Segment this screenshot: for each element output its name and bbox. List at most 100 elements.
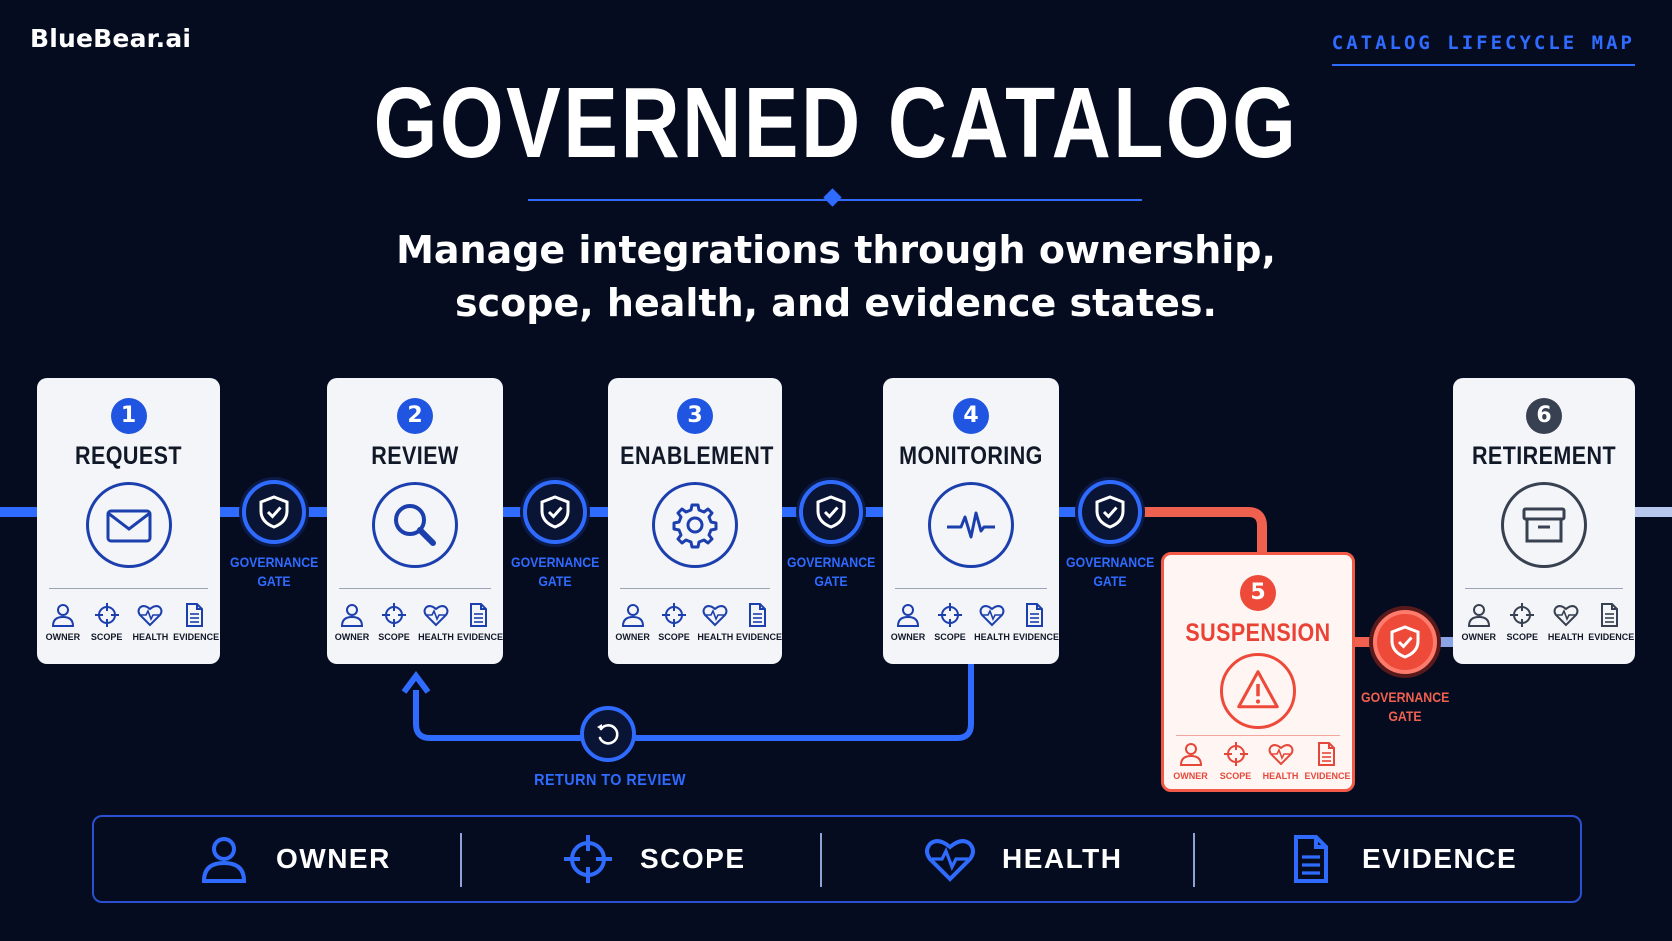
health-icon [1268, 741, 1294, 767]
governance-gate-2[interactable] [523, 480, 587, 544]
tag-scope: SCOPE [929, 602, 971, 642]
scope-icon [937, 602, 963, 628]
legend-divider [460, 833, 462, 887]
return-to-review-label: RETURN TO REVIEW [534, 772, 686, 789]
tag-evidence: EVIDENCE [1588, 602, 1634, 642]
tag-owner: OWNER [1458, 602, 1500, 642]
stage-card-enablement[interactable]: 3 ENABLEMENT OWNER SCOPE HEALTH EVIDENCE [608, 378, 782, 664]
shield-check-icon [537, 494, 573, 530]
undo-icon [597, 724, 619, 745]
tag-evidence: EVIDENCE [173, 602, 219, 642]
stage-card-review[interactable]: 2 REVIEW OWNER SCOPE HEALTH EVIDENCE [327, 378, 503, 664]
scope-icon [381, 602, 407, 628]
scope-icon [1509, 602, 1535, 628]
subtitle-line-2: scope, health, and evidence states. [455, 281, 1217, 325]
owner-icon [339, 602, 365, 628]
legend-owner: OWNER [198, 817, 391, 901]
tag-owner: OWNER [1170, 741, 1212, 781]
owner-icon [620, 602, 646, 628]
health-icon [423, 602, 449, 628]
evidence-icon [744, 602, 770, 628]
owner-icon [1466, 602, 1492, 628]
scope-icon [562, 833, 614, 885]
card-divider [620, 588, 770, 589]
stage-card-monitoring[interactable]: 4 MONITORING OWNER SCOPE HEALTH EVIDENCE [883, 378, 1059, 664]
stage-name: ENABLEMENT [620, 442, 774, 470]
attribute-legend: OWNER SCOPE HEALTH EVIDENCE [92, 815, 1582, 903]
tag-health: HEALTH [1545, 602, 1587, 642]
legend-evidence: EVIDENCE [1284, 817, 1517, 901]
tag-scope: SCOPE [653, 602, 694, 642]
attribute-tags: OWNER SCOPE HEALTH EVIDENCE [1168, 741, 1351, 781]
stage-name: MONITORING [899, 442, 1043, 470]
governance-gate-3[interactable] [799, 480, 863, 544]
legend-divider [820, 833, 822, 887]
governance-gate-5[interactable] [1373, 610, 1437, 674]
scope-icon [94, 602, 120, 628]
owner-icon [1178, 741, 1204, 767]
card-divider [339, 588, 491, 589]
tag-health: HEALTH [415, 602, 457, 642]
stage-number: 6 [1526, 398, 1562, 434]
stage-number: 3 [677, 398, 713, 434]
evidence-icon [1021, 602, 1047, 628]
tag-owner: OWNER [331, 602, 373, 642]
health-icon [702, 602, 728, 628]
stage-number: 1 [110, 398, 147, 434]
pulse-icon [928, 482, 1014, 568]
health-icon [137, 602, 163, 628]
health-icon [1553, 602, 1579, 628]
health-icon [924, 833, 976, 885]
card-divider [1176, 735, 1340, 736]
tag-scope: SCOPE [1501, 602, 1543, 642]
map-title: CATALOG LIFECYCLE MAP [1331, 32, 1635, 66]
card-divider [49, 588, 208, 589]
return-to-review-button[interactable] [580, 706, 636, 762]
tag-evidence: EVIDENCE [1013, 602, 1059, 642]
governance-gate-4[interactable] [1078, 480, 1142, 544]
gear-icon [652, 482, 738, 568]
evidence-icon [465, 602, 491, 628]
legend-scope: SCOPE [562, 817, 746, 901]
legend-divider [1193, 833, 1195, 887]
stage-name: SUSPENSION [1185, 619, 1331, 647]
tag-scope: SCOPE [1215, 741, 1257, 781]
owner-icon [198, 833, 250, 885]
archive-box-icon [1501, 482, 1587, 568]
shield-check-icon [256, 494, 292, 530]
card-divider [895, 588, 1047, 589]
tag-owner: OWNER [612, 602, 653, 642]
tag-evidence: EVIDENCE [1305, 741, 1351, 781]
scope-icon [1223, 741, 1249, 767]
stage-card-suspension[interactable]: 5 SUSPENSION OWNER SCOPE HEALTH EVIDENCE [1161, 552, 1355, 792]
legend-health: HEALTH [924, 817, 1122, 901]
tag-health: HEALTH [695, 602, 736, 642]
governance-gate-1[interactable] [242, 480, 306, 544]
stage-card-retirement[interactable]: 6 RETIREMENT OWNER SCOPE HEALTH EVIDENCE [1453, 378, 1635, 664]
tag-health: HEALTH [129, 602, 171, 642]
evidence-icon [1313, 741, 1339, 767]
owner-icon [50, 602, 76, 628]
stage-card-request[interactable]: 1 REQUEST OWNER SCOPE HEALTH EVIDENCE [37, 378, 220, 664]
tag-health: HEALTH [1260, 741, 1302, 781]
evidence-icon [1596, 602, 1622, 628]
page-title: GOVERNED CATALOG [373, 67, 1299, 179]
scope-icon [661, 602, 687, 628]
envelope-icon [85, 482, 172, 568]
stage-number: 2 [397, 398, 433, 434]
card-divider [1465, 588, 1623, 589]
attribute-tags: OWNER SCOPE HEALTH EVIDENCE [41, 602, 219, 642]
tag-evidence: EVIDENCE [457, 602, 503, 642]
stage-name: REVIEW [371, 442, 459, 470]
brand-logo: BlueBear.ai [30, 24, 192, 53]
attribute-tags: OWNER SCOPE HEALTH EVIDENCE [887, 602, 1059, 642]
stage-number: 5 [1240, 575, 1276, 611]
attribute-tags: OWNER SCOPE HEALTH EVIDENCE [331, 602, 503, 642]
tag-owner: OWNER [42, 602, 84, 642]
magnifier-icon [372, 482, 458, 568]
page-subtitle: Manage integrations through ownership, s… [0, 224, 1672, 330]
title-divider [528, 188, 1142, 207]
